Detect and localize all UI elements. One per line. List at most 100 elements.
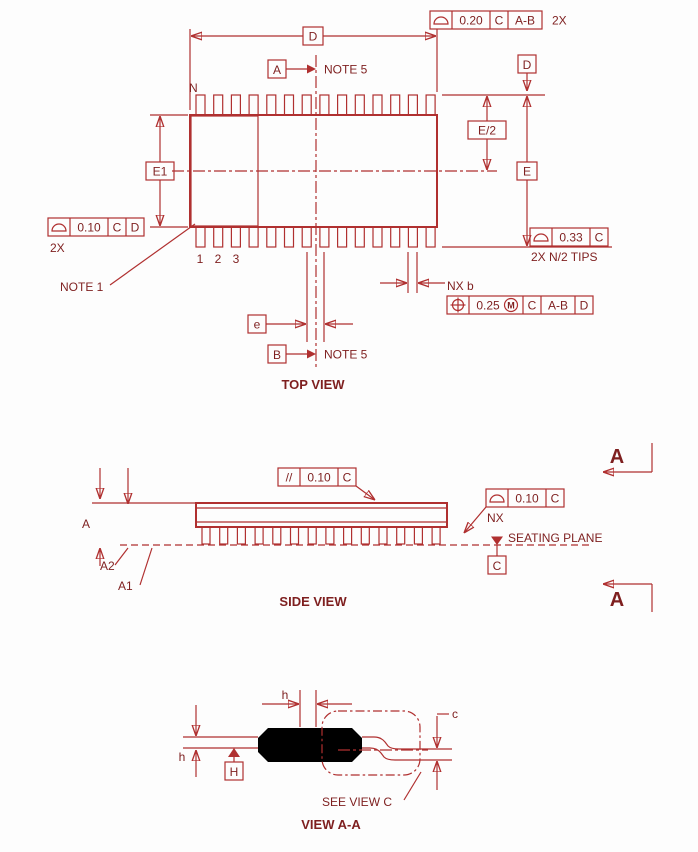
dim-box-E [516,161,538,181]
fcf-profile-tips: 0.33 C 2X N/2 TIPS [529,227,609,264]
fcf-frame [429,10,543,30]
pin [337,226,348,248]
pin-number-3: 3 [233,252,240,266]
pin [283,226,295,248]
note5-top: NOTE 5 [324,63,368,77]
dim-label-c: c [452,707,458,721]
datum-label-A: A [273,63,281,77]
pin-count-label: N [189,81,198,95]
fcf-datum: C [595,231,604,245]
pin [248,226,259,248]
pin [407,226,418,248]
fcf-tolerance: 0.10 [515,492,539,506]
pin [254,526,264,545]
datum-arrow-icon [307,64,316,74]
note5-bottom: NOTE 5 [324,348,368,362]
pin [390,226,401,248]
fcf-datum: D [580,299,589,313]
lead-bottom-surface [362,747,425,761]
datum-box-H [224,761,244,781]
pin1-index-hatch [190,115,259,227]
mmc-modifier-icon [503,297,519,313]
dim-box-D [302,26,324,46]
dim-label-h-top: h [282,688,289,702]
lead-top-surface [362,736,425,750]
profile-of-surface-symbol-icon [51,223,67,232]
dim-label-e: e [254,318,261,332]
see-view-c-label: SEE VIEW C [322,795,392,809]
pin [230,226,241,248]
section-label-A: A [610,446,624,468]
nx-b-label: NX b [447,279,474,293]
datum-triangle-icon [228,748,240,757]
top-view: D 0.20 C A-B 2X A NOTE 5 N [47,10,612,392]
dim-label-A1: A1 [118,579,133,593]
dim-label-A2: A2 [100,559,115,573]
pin [360,526,370,545]
datum-box-C [487,555,507,575]
leader-line [403,771,422,801]
pin [319,226,330,248]
side-pins [201,526,441,545]
fcf-datum: C [495,14,504,28]
dim-label-E1: E1 [153,165,168,179]
fcf-datum: C [113,221,122,235]
pin [289,526,300,545]
section-label-A: A [610,589,624,611]
dim-label-h-left: h [179,750,186,764]
pin [354,94,365,116]
pin [230,94,241,116]
fcf-tolerance: 0.20 [459,14,483,28]
view-c-boundary [321,710,421,776]
fcf-qty: 2X N/2 TIPS [531,250,597,264]
pin [201,526,211,545]
dim-box-e [247,314,267,334]
datum-arrow-icon [307,349,316,359]
fcf-qty: 2X [50,241,65,255]
top-pins [195,94,436,116]
fcf-frame [446,295,594,315]
mmc-modifier-label: M [507,301,515,311]
pin [325,526,335,545]
pin [266,226,277,248]
section-marker-top: A [603,443,653,472]
profile-of-surface-symbol-icon [433,16,449,25]
dim-label-A: A [82,517,90,531]
fcf-datum: C [343,471,352,485]
note1-label: NOTE 1 [60,280,104,294]
true-position-symbol-icon [450,297,466,313]
pin [378,526,388,545]
fcf-datum: A-B [548,299,568,313]
view-a-a: h h H c SEE VIEW C VIEW A-A [179,688,458,832]
fcf-profile-left: 0.10 C D 2X [47,217,145,255]
pin [407,94,418,116]
fcf-parallelism: // 0.10 C [277,467,375,500]
side-view: // 0.10 C SEATING PLA [82,443,653,612]
datum-label-D: D [523,58,532,72]
pin [343,526,353,545]
pin [372,94,383,116]
dim-box-E1 [145,161,175,181]
pin [301,226,312,248]
pin [248,94,259,116]
fcf-tolerance: 0.10 [307,471,331,485]
datum-label-C: C [493,559,502,573]
datum-label-B: B [273,348,281,362]
pin-number-1: 1 [197,252,204,266]
package-body-side [195,502,448,528]
pin [301,94,312,116]
seating-plane-label: SEATING PLANE [508,531,602,545]
pin [425,226,436,248]
fcf-tolerance: 0.33 [559,231,583,245]
pin [337,94,348,116]
pin [396,526,406,545]
view-aa-title: VIEW A-A [301,817,361,832]
pin [413,526,423,545]
pin [319,94,330,116]
fcf-datum: D [131,221,140,235]
fcf-datum: C [551,492,560,506]
fcf-datum: C [528,299,537,313]
dim-label-E: E [523,165,531,179]
pin [390,94,401,116]
fcf-qty: NX [487,511,504,525]
